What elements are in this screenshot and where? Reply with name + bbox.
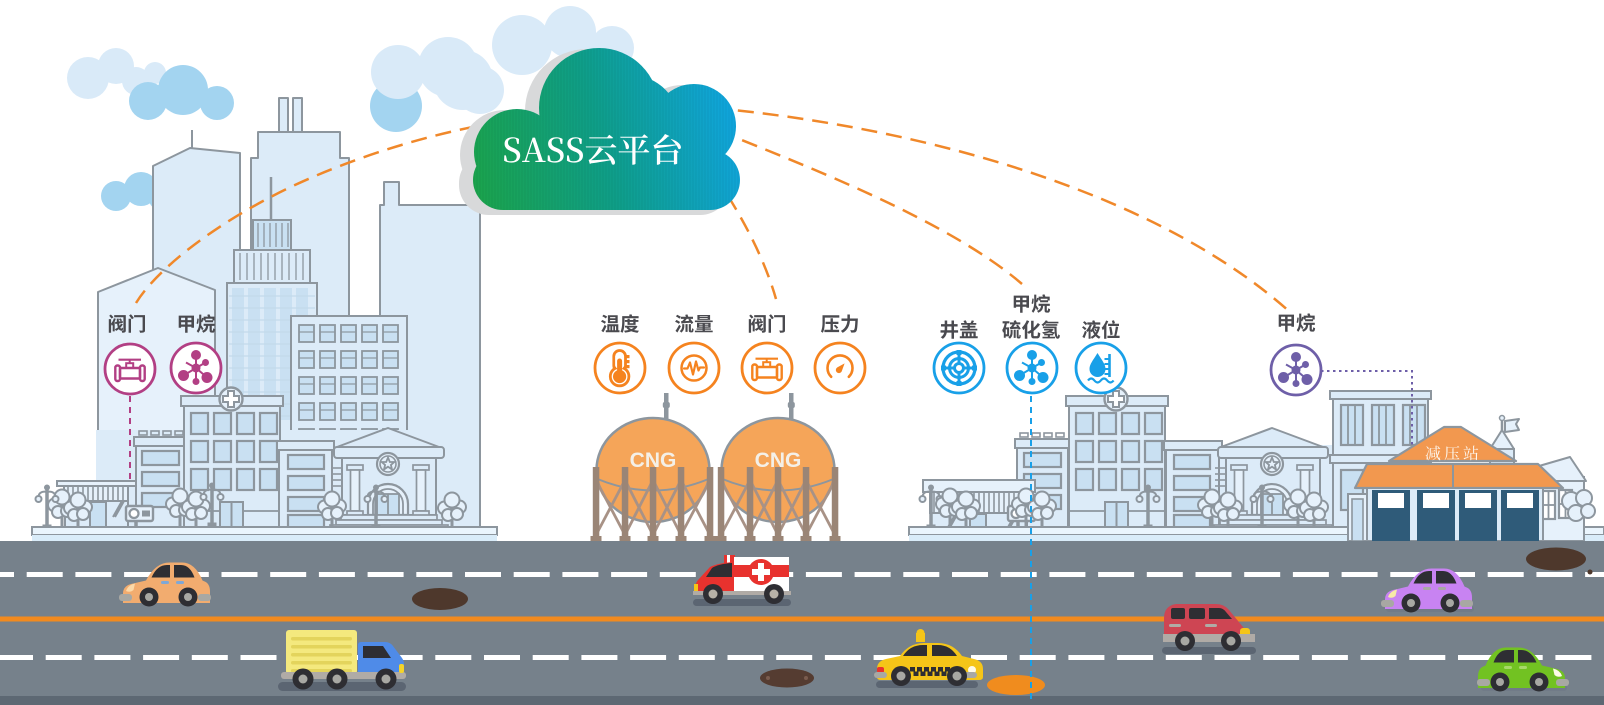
svg-text:CNG: CNG [755,449,802,472]
svg-text:CNG: CNG [630,449,677,472]
